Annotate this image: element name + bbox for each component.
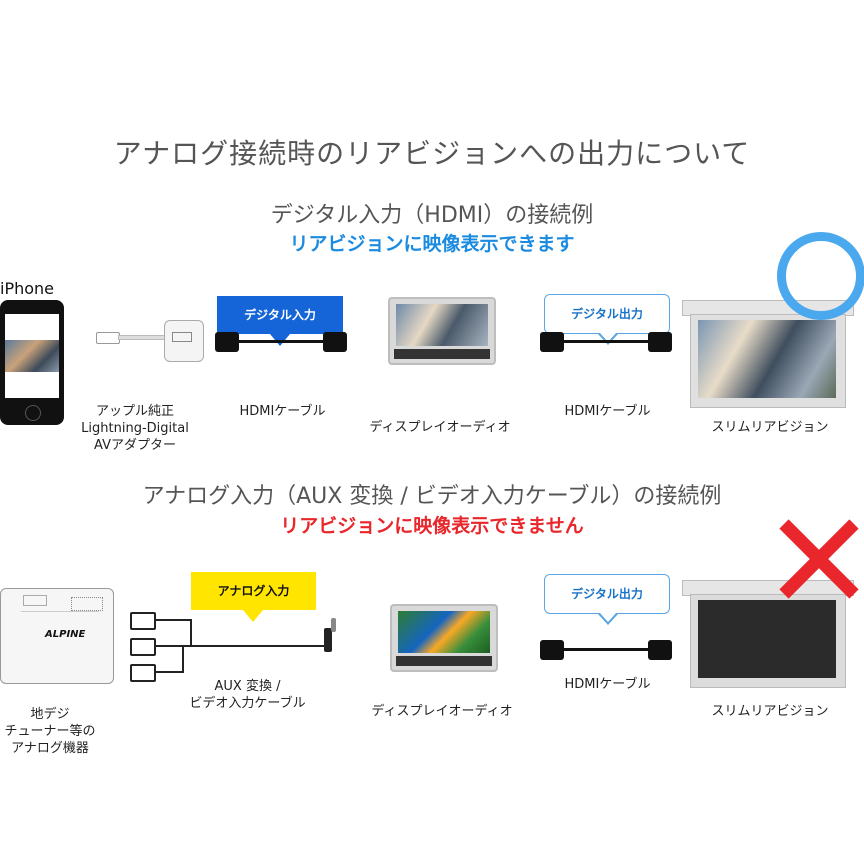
iphone-device bbox=[0, 300, 64, 425]
hdmi-cable-2-label: HDMIケーブル bbox=[564, 404, 651, 419]
adapter-label: アップル純正 Lightning-Digital AVアダプター bbox=[81, 404, 189, 453]
hdmi-cable-3-label: HDMIケーブル bbox=[564, 677, 651, 692]
lightning-adapter bbox=[96, 318, 206, 368]
display-audio-1 bbox=[388, 297, 496, 365]
cross-icon bbox=[776, 516, 862, 602]
aux-video-cable-label: AUX 変換 / ビデオ入力ケーブル bbox=[189, 679, 306, 711]
rear-vision-1 bbox=[682, 300, 854, 408]
tuner-device: ALPINE bbox=[0, 588, 114, 684]
hdmi-cable-2 bbox=[540, 330, 675, 354]
display-audio-2-screen bbox=[398, 611, 490, 653]
rear-vision-2-label: スリムリアビジョン bbox=[711, 704, 829, 719]
rear-vision-1-label: スリムリアビジョン bbox=[711, 420, 829, 435]
section1-title: デジタル入力（HDMI）の接続例 bbox=[270, 203, 594, 228]
bubble-tail bbox=[243, 610, 263, 622]
rear-vision-2 bbox=[682, 580, 854, 688]
iphone-screen-image bbox=[5, 340, 59, 372]
rear-vision-2-screen bbox=[698, 600, 836, 678]
alpine-logo: ALPINE bbox=[45, 629, 86, 640]
display-audio-1-screen bbox=[396, 304, 488, 346]
page-title: アナログ接続時のリアビジョンへの出力について bbox=[113, 137, 751, 170]
analog-input-bubble: アナログ入力 bbox=[191, 572, 316, 610]
tuner-device-label: 地デジ チューナー等の アナログ機器 bbox=[4, 707, 96, 756]
hdmi-cable-1 bbox=[215, 330, 350, 354]
iphone-label: iPhone bbox=[0, 279, 55, 298]
section1-subtitle: リアビジョンに映像表示できます bbox=[289, 233, 575, 255]
display-audio-2 bbox=[390, 604, 498, 672]
circle-icon bbox=[777, 232, 864, 320]
rear-vision-1-screen bbox=[698, 320, 836, 398]
section2-subtitle: リアビジョンに映像表示できません bbox=[280, 515, 584, 537]
hdmi-cable-3 bbox=[540, 638, 675, 662]
digital-output-bubble-1: デジタル出力 bbox=[544, 294, 670, 334]
display-audio-2-label: ディスプレイオーディオ bbox=[371, 704, 513, 719]
display-audio-1-label: ディスプレイオーディオ bbox=[369, 420, 511, 435]
digital-input-bubble: デジタル入力 bbox=[217, 296, 343, 334]
hdmi-cable-1-label: HDMIケーブル bbox=[239, 404, 326, 419]
aux-video-cable bbox=[128, 610, 350, 682]
digital-output-bubble-2: デジタル出力 bbox=[544, 574, 670, 614]
section2-title: アナログ入力（AUX 変換 / ビデオ入力ケーブル）の接続例 bbox=[142, 484, 722, 509]
